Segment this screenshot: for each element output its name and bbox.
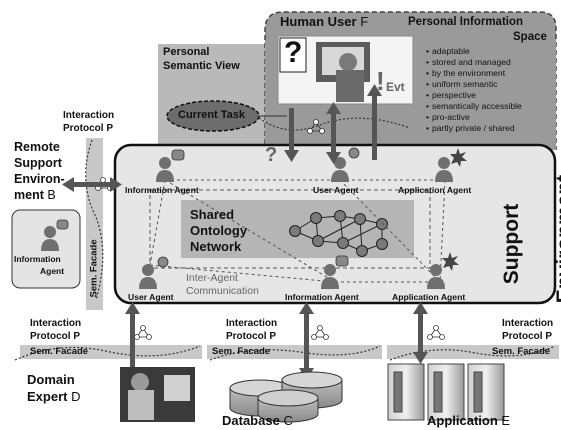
feature-item: uniform semantic [426,79,522,90]
human-user-letter: F [360,14,369,29]
human-user-label: Human User [280,14,357,29]
human-user-title: Human User F [280,14,368,29]
feature-item: semantically accessible [426,101,522,112]
inter-agent-line2: Communication [186,285,259,297]
application-agent-bottom-label: Application Agent [392,292,466,302]
protocol-label-e-line2: Protocol P [502,331,553,342]
database-cylinders [229,371,343,423]
feature-item: stored and managed [426,57,522,68]
expert-monitor [164,375,190,401]
feature-item: partly private / shared [426,123,522,134]
protocol-label-d-line2: Protocol P [30,331,81,342]
information-agent-top-icon [156,149,185,182]
protocol-label-remote-line1: Interaction [63,110,115,121]
ontology-line1: Shared [190,207,235,222]
sem-facade-bar-mid [207,345,382,359]
personal-space-title-line1: Personal Information [408,16,524,28]
feature-item: pro-active [426,112,522,123]
application-agent-bottom-icon [427,252,459,289]
protocol-icon-bottom-mid [311,325,329,340]
feature-item: adaptable [426,46,522,57]
domain-expert-line2-row: Expert D [27,389,80,404]
protocol-label-c-line2: Protocol P [226,331,277,342]
sem-facade-label-d: Sem. Facade [30,346,89,357]
feature-item-continued: perspective [426,90,522,101]
photo-question-card [279,37,307,73]
protocol-icon-bottom-left [134,325,152,340]
remote-support-line4-row: ment B [14,188,56,202]
protocol-label-e-line1: Interaction [502,318,554,329]
remote-support-line3: Environ- [14,172,65,186]
personal-semantic-view-line1: Personal [163,46,210,58]
question-mark-symbol: ? [265,144,278,166]
information-agent-bottom-label: Information Agent [285,292,359,302]
personal-semantic-view-line2: Semantic View [163,60,240,72]
application-agent-top-icon [435,148,467,182]
protocol-label-c-line1: Interaction [226,318,278,329]
application-server-racks [387,363,505,421]
remote-support-line1: Remote [14,140,60,154]
application-agent-top-label: Application Agent [398,185,472,195]
support-environment-line1: Support [500,203,523,285]
user-agent-top-label: User Agent [313,185,359,195]
ontology-line2: Ontology [190,223,248,238]
remote-support-letter: B [47,188,56,202]
ontology-dashed-frame [149,189,431,269]
application-label: Application [427,413,498,428]
sem-facade-left-bar [86,138,103,310]
current-task-label: Current Task [178,109,246,121]
remote-agent-line2: Agent [40,266,65,276]
photo-person-body [336,70,364,102]
protocol-label-d-line1: Interaction [30,318,82,329]
event-exclaim: ! [376,66,385,96]
database-letter: C [283,413,293,428]
user-agent-top-icon [331,147,360,182]
personal-space-feature-list: adaptable stored and managed by the envi… [426,46,522,134]
protocol-icon-bottom-right [427,325,445,340]
ontology-nodes [289,210,388,257]
expert-head [131,373,149,391]
support-environment-line2: Environment [553,174,561,304]
inter-agent-line1: Inter-Agent [186,272,238,284]
remote-support-line2: Support [14,156,62,170]
database-label: Database [222,413,280,428]
user-agent-bottom-icon [139,256,169,289]
feature-item-continued: by the environment [426,68,522,79]
photo-question-mark: ? [284,36,303,69]
database-caption: Database C [222,413,293,428]
sem-facade-label-c: Sem. Facade [212,346,271,357]
information-agent-top-label: Information Agent [125,185,199,195]
application-letter: E [501,413,511,428]
remote-information-agent-icon [41,219,69,251]
protocol-icon-top [307,119,325,134]
domain-expert-line1: Domain [27,372,75,387]
remote-agent-line1: Information [14,254,61,264]
ontology-line3: Network [190,239,242,254]
domain-expert-line2: Expert [27,389,68,404]
agent-connection-lines [149,179,446,283]
sem-facade-label-vertical: Sem. Facade [88,239,100,298]
protocol-label-remote-line2: Protocol P [63,123,114,134]
expert-body [128,390,154,420]
domain-expert-letter: D [71,389,81,404]
event-label: Evt [386,80,405,94]
user-agent-bottom-label: User Agent [128,292,174,302]
photo-person-head [339,53,357,71]
application-caption: Application E [427,413,510,428]
information-agent-bottom-icon [321,255,349,289]
sem-facade-label-e: Sem. Facade [492,346,551,357]
remote-support-line4: ment [14,188,44,202]
personal-space-title-line2: Space [513,31,547,43]
